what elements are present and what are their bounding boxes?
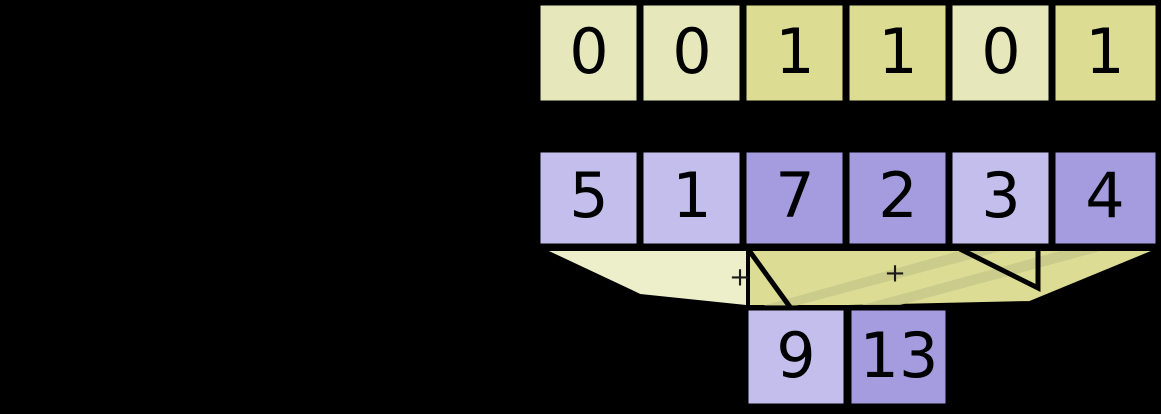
- flags-row: 0 0 1 1 0 1: [535, 0, 1161, 106]
- plus-operator-left: +: [729, 263, 751, 293]
- flag-cell-0-label: 0: [569, 15, 608, 88]
- value-cell-1[interactable]: 1: [638, 147, 745, 249]
- value-cell-2[interactable]: 7: [741, 147, 848, 249]
- value-cell-3[interactable]: 2: [844, 147, 951, 249]
- flag-cell-5-label: 1: [1085, 15, 1124, 88]
- funnel-right-shape: [746, 247, 1161, 309]
- result-cell-0-label: 9: [776, 319, 815, 392]
- flag-cell-5[interactable]: 1: [1050, 0, 1161, 106]
- results-row: 9 13: [743, 305, 951, 409]
- result-cell-1-label: 13: [860, 319, 939, 392]
- funnel-group: + +: [539, 246, 1161, 309]
- result-cell-1[interactable]: 13: [846, 305, 951, 409]
- flag-cell-3-label: 1: [878, 15, 917, 88]
- flag-cell-4[interactable]: 0: [947, 0, 1054, 106]
- value-cell-5[interactable]: 4: [1050, 147, 1161, 249]
- flag-cell-1-label: 0: [672, 15, 711, 88]
- result-cell-0[interactable]: 9: [743, 305, 849, 409]
- flag-cell-3[interactable]: 1: [844, 0, 951, 106]
- flag-cell-0[interactable]: 0: [535, 0, 642, 106]
- flag-cell-2[interactable]: 1: [741, 0, 848, 106]
- funnel-notch-line: [958, 246, 1041, 293]
- value-cell-2-label: 7: [775, 159, 814, 232]
- value-cell-4[interactable]: 3: [947, 147, 1054, 249]
- values-row: 5 1 7 2 3 4: [535, 147, 1161, 249]
- value-cell-0-label: 5: [569, 159, 608, 232]
- funnel-divider-line: [745, 247, 793, 309]
- value-cell-1-label: 1: [672, 159, 711, 232]
- value-cell-4-label: 3: [981, 159, 1020, 232]
- plus-operator-right: +: [884, 259, 906, 289]
- value-cell-5-label: 4: [1085, 159, 1124, 232]
- value-cell-0[interactable]: 5: [535, 147, 642, 249]
- funnel-right-stripes: [762, 251, 1101, 306]
- flag-cell-1[interactable]: 0: [638, 0, 745, 106]
- flag-cell-4-label: 0: [981, 15, 1020, 88]
- value-cell-3-label: 2: [878, 159, 917, 232]
- flag-cell-2-label: 1: [775, 15, 814, 88]
